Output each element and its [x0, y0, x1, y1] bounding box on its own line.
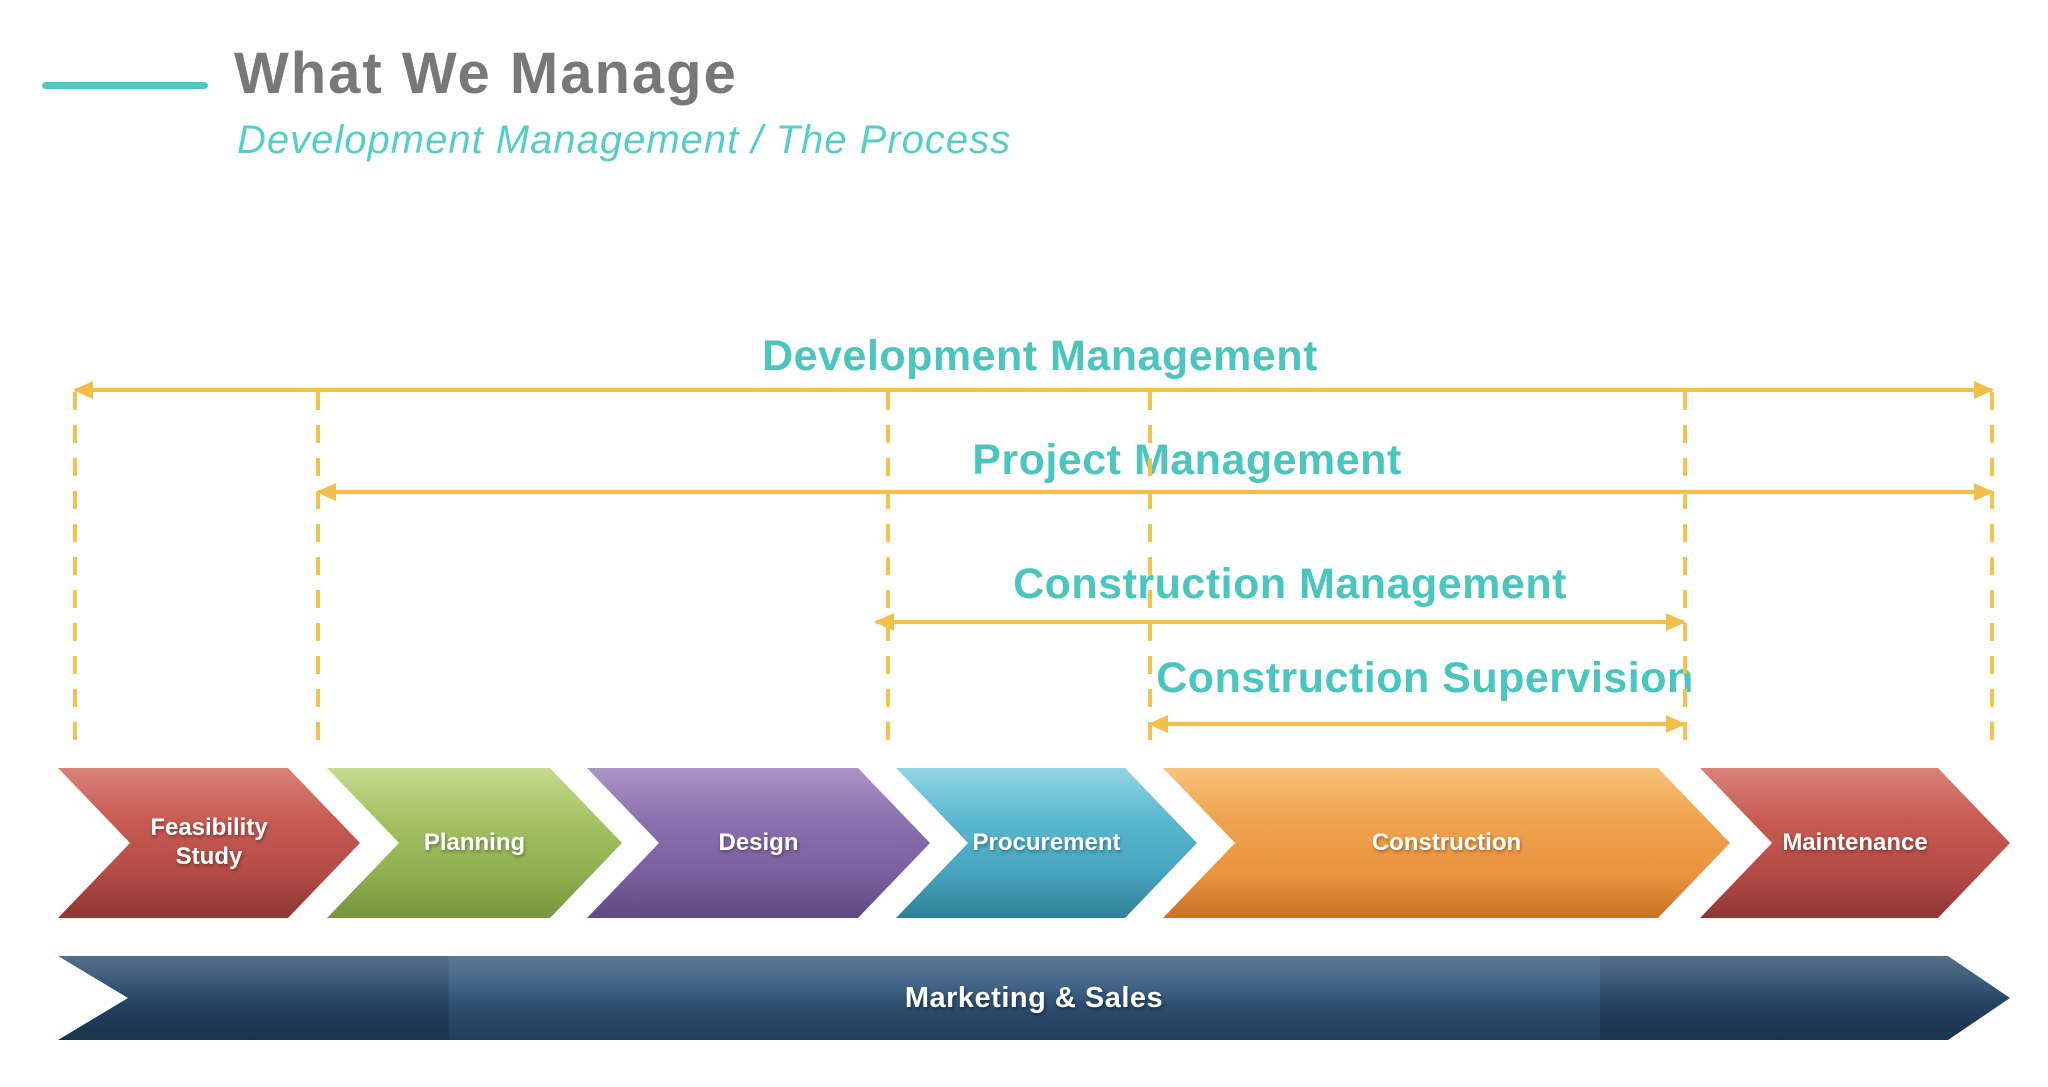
process-step-feasibility-study: Feasibility Study [58, 768, 360, 918]
process-step-label: Construction [1371, 828, 1522, 856]
construction-management-span-arrow [874, 613, 1686, 631]
slide-subtitle: Development Management / The Process [237, 118, 1012, 162]
slide-title: What We Manage [234, 41, 738, 106]
arrowhead-right-icon [1974, 381, 1994, 399]
process-step-maintenance: Maintenance [1700, 768, 2010, 918]
process-step-planning: Planning [327, 768, 622, 918]
phase-boundary-dashed-line [886, 392, 890, 746]
process-step-label: Maintenance [1782, 828, 1928, 856]
development-management-label: Development Management [762, 332, 1318, 380]
construction-management-label: Construction Management [1013, 560, 1567, 608]
phase-boundary-dashed-line [1148, 392, 1152, 746]
process-step-procurement: Procurement [896, 768, 1197, 918]
development-management-span-arrow [73, 381, 1994, 399]
arrowhead-right-icon [1974, 483, 1994, 501]
phase-boundary-dashed-line [1683, 392, 1687, 746]
arrowhead-left-icon [874, 613, 894, 631]
process-step-design: Design [587, 768, 930, 918]
arrowhead-left-icon [1148, 715, 1168, 733]
arrowhead-left-icon [316, 483, 336, 501]
process-step-construction: Construction [1163, 768, 1730, 918]
marketing-sales-label: Marketing & Sales [904, 981, 1164, 1014]
arrowhead-left-icon [73, 381, 93, 399]
project-management-span-arrow [316, 483, 1994, 501]
phase-boundary-dashed-line [1990, 392, 1994, 746]
arrowhead-right-icon [1666, 715, 1686, 733]
process-step-label: Planning [423, 828, 526, 856]
project-management-label: Project Management [972, 436, 1402, 484]
construction-supervision-span-arrow [1148, 715, 1686, 733]
process-step-label: Design [718, 828, 799, 856]
process-step-label: Procurement [972, 828, 1121, 856]
arrowhead-right-icon [1666, 613, 1686, 631]
process-step-label: Feasibility Study [150, 814, 268, 870]
phase-boundary-dashed-line [73, 392, 77, 746]
phase-boundary-dashed-line [316, 392, 320, 746]
construction-supervision-label: Construction Supervision [1156, 654, 1694, 702]
title-accent-line [42, 82, 208, 89]
marketing-sales-bar: Marketing & Sales [58, 956, 2010, 1040]
